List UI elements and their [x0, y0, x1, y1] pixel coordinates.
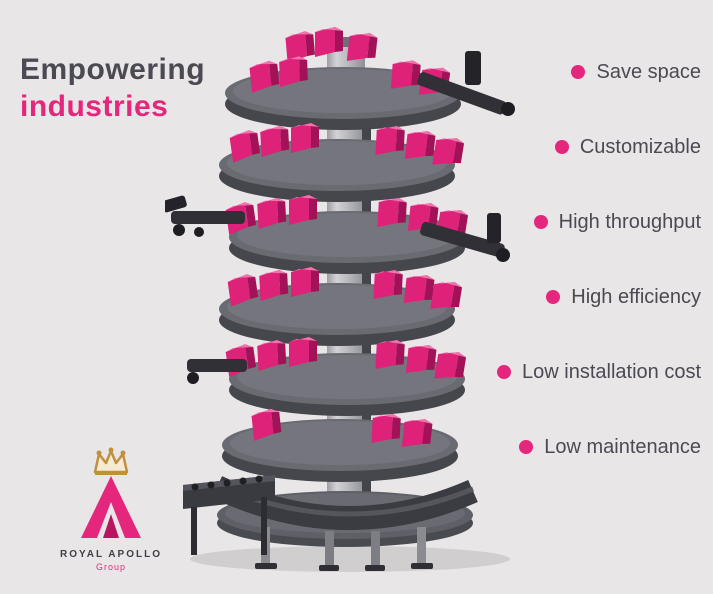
title-line1: Empowering — [20, 53, 206, 86]
feature-item-customizable: Customizable — [554, 132, 701, 162]
bullet-icon — [519, 440, 534, 454]
spiral-conveyor-illustration — [161, 15, 525, 580]
feature-item-high-throughput: High throughput — [533, 207, 701, 237]
title-line2: industries — [20, 89, 169, 123]
brand-logo: ROYAL APOLLO Group — [48, 446, 174, 572]
page-title: Empowering industries — [20, 52, 205, 125]
feature-label: Customizable — [579, 135, 701, 158]
feature-item-low-installation-cost: Low installation cost — [497, 357, 701, 387]
bullet-icon — [546, 290, 561, 304]
bullet-icon — [571, 65, 586, 79]
feature-item-save-space: Save space — [571, 57, 701, 87]
bullet-icon — [497, 365, 512, 379]
feature-label: Low installation cost — [522, 360, 701, 383]
feature-label: High throughput — [558, 210, 701, 233]
bullet-icon — [533, 215, 548, 229]
crown-and-a-logo-icon — [81, 447, 141, 538]
feature-item-low-maintenance: Low maintenance — [519, 432, 701, 462]
feature-label: Low maintenance — [544, 435, 701, 458]
feature-label: Save space — [596, 60, 701, 83]
bullet-icon — [554, 140, 569, 154]
brand-name: ROYAL APOLLO — [60, 549, 162, 560]
feature-label: High efficiency — [571, 285, 701, 308]
feature-list: Save space Customizable High throughput … — [497, 57, 701, 507]
brand-group: Group — [95, 562, 126, 572]
feature-item-high-efficiency: High efficiency — [546, 282, 701, 312]
